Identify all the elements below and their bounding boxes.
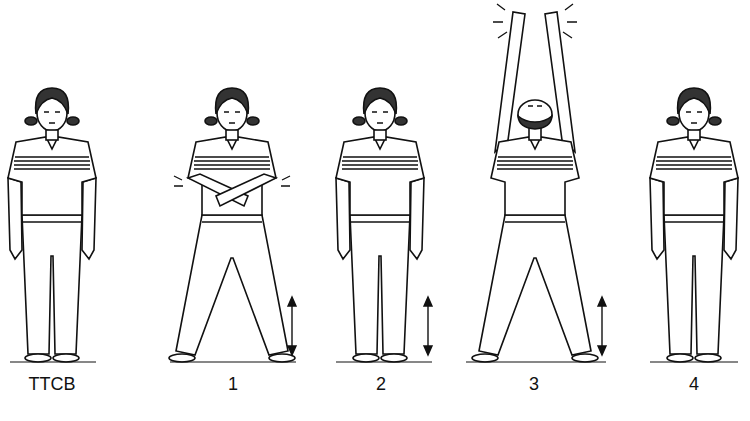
figure-ready	[8, 88, 96, 362]
figure-step-1	[169, 88, 295, 362]
step-number: 2	[376, 375, 386, 395]
figure-step-2	[336, 88, 424, 362]
step-number: 3	[529, 375, 539, 395]
figure-step-3	[472, 4, 598, 362]
step-number: 4	[689, 375, 699, 395]
step-number: 1	[228, 375, 238, 395]
figure-step-4	[650, 88, 738, 362]
ready-position-label: TTCB	[29, 375, 76, 395]
